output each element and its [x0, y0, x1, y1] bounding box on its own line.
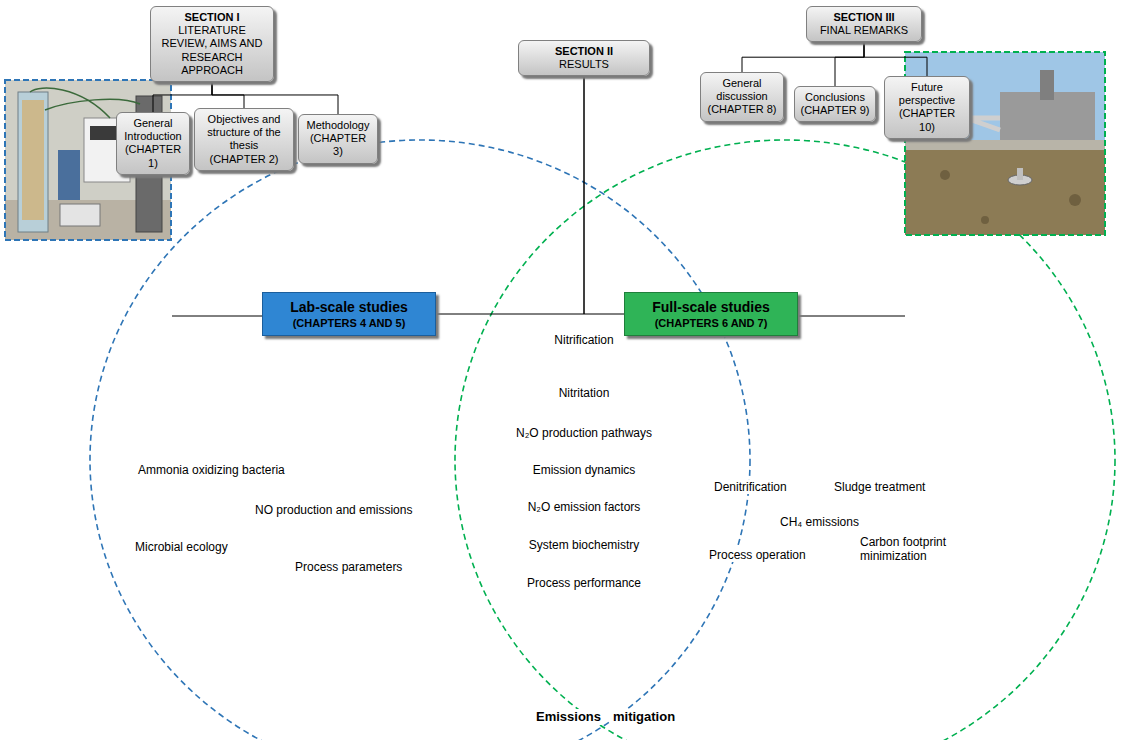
box-heading: General Introduction	[122, 117, 184, 143]
topic-label: Microbial ecology	[133, 540, 230, 554]
lab-scale-circle	[90, 140, 750, 740]
topic-label: Ammonia oxidizing bacteria	[136, 463, 287, 477]
section-box: SECTION IIIFINAL REMARKS	[806, 6, 922, 42]
full-scale-box: Full-scale studies (CHAPTERS 6 AND 7)	[624, 292, 798, 336]
chapter-box: General Introduction(CHAPTER 1)	[116, 112, 190, 175]
photo-leader-line	[172, 316, 262, 317]
tree-connector	[835, 42, 864, 86]
topic-label: Denitrification	[712, 480, 789, 494]
topic-label: NO production and emissions	[253, 503, 414, 517]
full-scale-circle	[455, 140, 1115, 740]
topic-label: CH₄ emissions	[778, 515, 861, 529]
chapter-box: General discussion(CHAPTER 8)	[700, 72, 784, 122]
box-subtext: FINAL REMARKS	[812, 24, 916, 37]
box-subtext: (CHAPTER 9)	[800, 104, 870, 117]
topic-label: Process performance	[525, 576, 643, 590]
topic-label: N₂O production pathways	[514, 426, 654, 440]
topic-label: N₂O emission factors	[526, 500, 643, 514]
box-subtext: RESULTS	[524, 58, 644, 71]
chapter-box: Future perspective(CHAPTER 10)	[884, 76, 970, 139]
box-subtext: (CHAPTER 3)	[304, 132, 372, 158]
box-subtext: (CHAPTER 2)	[200, 153, 288, 166]
topic-label: System biochemistry	[527, 538, 642, 552]
box-subtext: (CHAPTER 8)	[706, 103, 778, 116]
tree-connector	[864, 42, 927, 76]
box-heading: Lab-scale studies	[268, 299, 430, 315]
chapter-box: Objectives and structure of the thesis(C…	[194, 108, 294, 171]
photo-leader-line	[798, 316, 905, 317]
box-subtext: (CHAPTER 1)	[122, 143, 184, 169]
topic-label: Nitrification	[552, 333, 615, 347]
box-heading: SECTION II	[524, 45, 644, 58]
topic-label: Process operation	[707, 548, 808, 562]
topic-label: Process parameters	[293, 560, 404, 574]
box-heading: Methodology	[304, 119, 372, 132]
box-subtext: (CHAPTER 10)	[890, 107, 964, 133]
topic-label: Sludge treatment	[832, 480, 927, 494]
lab-scale-box: Lab-scale studies (CHAPTERS 4 AND 5)	[262, 292, 436, 336]
chapter-box: Conclusions(CHAPTER 9)	[794, 86, 876, 122]
box-heading: Conclusions	[800, 91, 870, 104]
topic-label: Carbon footprint minimization	[858, 535, 962, 564]
box-heading: SECTION III	[812, 11, 916, 24]
topic-label: Emissions	[534, 709, 603, 725]
section-box: SECTION IIRESULTS	[518, 40, 650, 76]
box-subtext: (CHAPTERS 6 AND 7)	[630, 317, 792, 329]
box-heading: Full-scale studies	[630, 299, 792, 315]
box-heading: Objectives and structure of the thesis	[200, 113, 288, 153]
topic-label: Emission dynamics	[531, 463, 638, 477]
box-subtext: (CHAPTERS 4 AND 5)	[268, 317, 430, 329]
box-heading: Future perspective	[890, 81, 964, 107]
box-heading: SECTION I	[156, 11, 268, 24]
tree-connector	[584, 76, 624, 314]
chapter-box: Methodology(CHAPTER 3)	[298, 114, 378, 164]
tree-connector	[436, 76, 584, 314]
topic-label: Nitritation	[557, 386, 612, 400]
topic-label: mitigation	[611, 709, 677, 725]
section-box: SECTION ILITERATURE REVIEW, AIMS AND RES…	[150, 6, 274, 82]
box-heading: General discussion	[706, 77, 778, 103]
box-subtext: LITERATURE REVIEW, AIMS AND RESEARCH APP…	[156, 24, 268, 77]
